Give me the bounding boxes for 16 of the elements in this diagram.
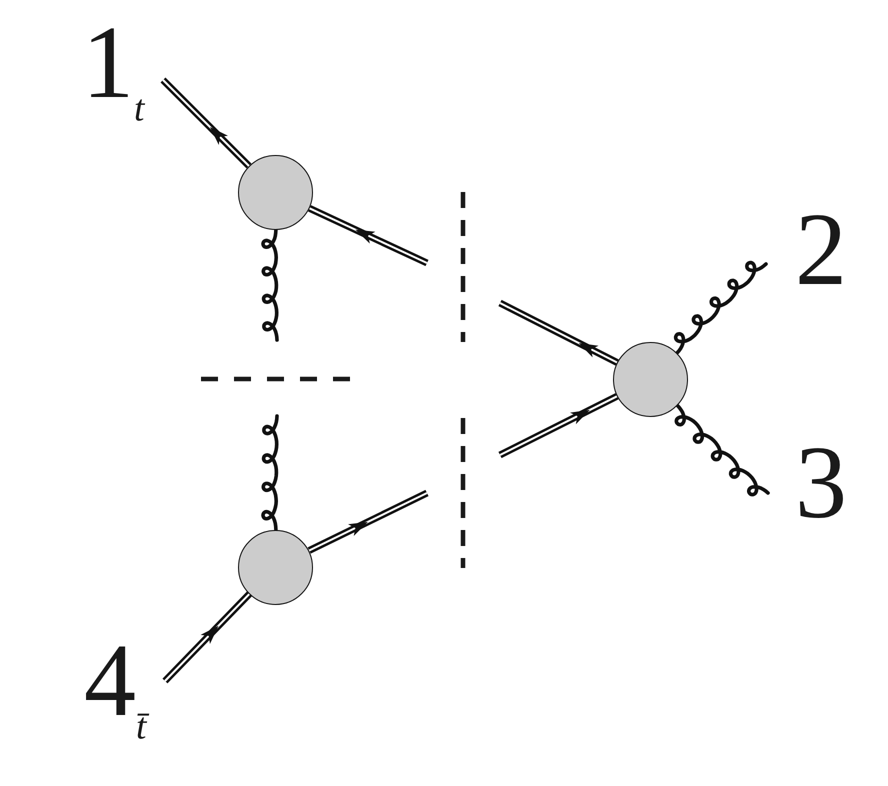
fermion-line — [498, 393, 619, 458]
gluon-line — [674, 260, 768, 355]
particle-label: 3 — [795, 444, 847, 522]
fermion-line — [308, 490, 429, 554]
fermion-line — [308, 205, 428, 266]
fermion-line — [498, 300, 619, 366]
vertex-blob — [238, 530, 313, 604]
gluon-line — [261, 228, 279, 342]
gluon-line — [674, 404, 770, 496]
fermion-line — [160, 78, 252, 168]
particle-label: 2 — [795, 211, 847, 289]
vertex-blob — [613, 342, 688, 417]
gluon-line — [261, 414, 279, 532]
particle-label: 1$_{t}$ — [82, 24, 144, 128]
fermion-line — [162, 591, 252, 684]
vertex-blob — [238, 155, 313, 230]
